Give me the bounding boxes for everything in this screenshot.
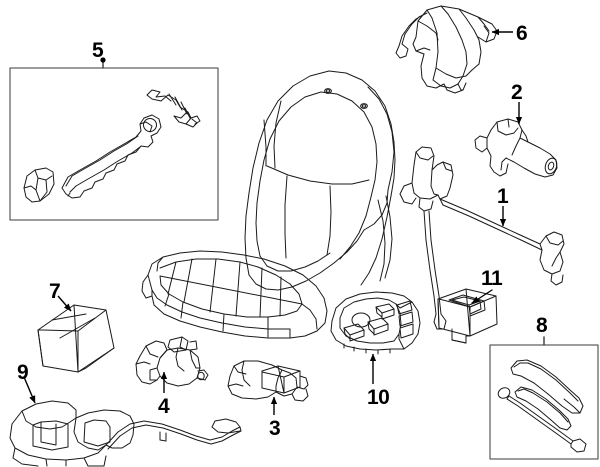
callout-label-3[interactable]: 3: [269, 417, 281, 440]
part5-handle-lever: [61, 114, 162, 199]
part-7-module-box: [37, 304, 115, 373]
callout-label-2[interactable]: 2: [511, 81, 523, 104]
part8-molding-1: [510, 359, 584, 414]
part-10-switch-bezel: [330, 291, 421, 355]
callout-label-7[interactable]: 7: [49, 280, 61, 303]
seat-lower-cushion: [141, 250, 328, 339]
callout-label-5[interactable]: 5: [92, 39, 104, 62]
part-3-motor: [227, 360, 309, 402]
callout-label-8[interactable]: 8: [536, 314, 548, 337]
part8-molding-3: [497, 387, 587, 453]
leader-9: [23, 376, 36, 404]
part5-spring: [146, 89, 201, 128]
part5-trim-cap: [23, 167, 55, 203]
part-2-motor: [474, 118, 558, 178]
part-4-motor: [135, 336, 209, 387]
part-6-bracket: [395, 5, 498, 94]
callout-label-9[interactable]: 9: [17, 361, 29, 384]
callout-label-11[interactable]: 11: [481, 267, 503, 290]
inset-box-8: [489, 336, 599, 460]
callout-label-6[interactable]: 6: [516, 22, 528, 45]
callout-label-10[interactable]: 10: [367, 386, 390, 409]
leader-7: [57, 295, 72, 312]
inset-box-5: [9, 57, 219, 221]
part-9-track-cover: [9, 400, 242, 467]
callout-label-4[interactable]: 4: [158, 395, 170, 418]
part8-molding-2: [514, 386, 572, 431]
seat-back-cushion: [244, 70, 396, 291]
part-1-seatbelt-assembly: [399, 146, 565, 330]
callout-label-1[interactable]: 1: [497, 185, 509, 208]
part-11-relay-box: [435, 288, 498, 344]
